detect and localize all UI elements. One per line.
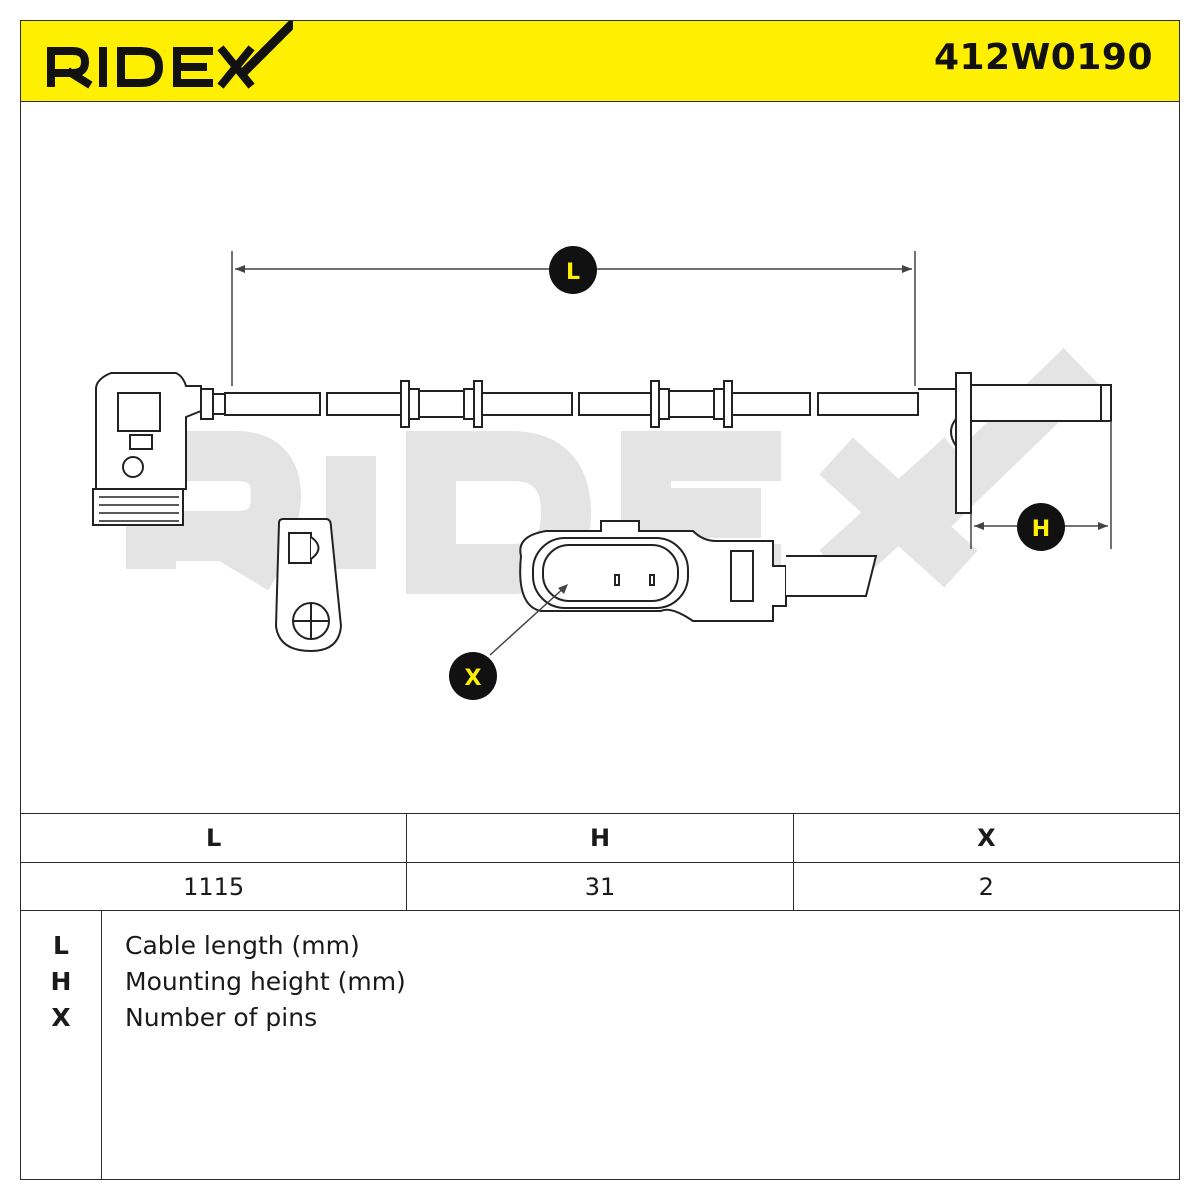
spec-value-row: 1115 31 2 [21,863,1179,911]
spec-value-l: 1115 [183,873,245,901]
spec-header-x: X [792,814,1179,862]
legend-key-l: L [53,931,69,960]
dimension-h [970,421,1112,549]
legend-text-h: Mounting height (mm) [125,967,406,996]
legend-key-column [21,911,102,1179]
spec-value-x: 2 [792,863,1179,911]
part-number: 412W0190 [933,37,1153,78]
callout-h: H [1017,503,1065,551]
legend-text-l: Cable length (mm) [125,931,360,960]
callout-x: X [449,652,497,700]
callout-x-label: X [465,666,482,691]
legend-key-h: H [50,967,72,996]
spec-header-row: L H X [21,814,1179,863]
spec-header-h: H [406,814,792,862]
legend-text-x: Number of pins [125,1003,318,1032]
ridex-logo [47,21,293,89]
legend: L Cable length (mm) H Mounting height (m… [21,911,1179,1179]
spec-table: L H X 1115 31 2 [21,813,1179,911]
sensor-cable-assembly [92,372,1112,653]
legend-key-x: X [51,1003,71,1032]
header-bar: 412W0190 [21,21,1179,102]
product-sheet: 412W0190 L [20,20,1180,1180]
spec-header-l: L [206,824,222,852]
pins-pointer [489,584,568,656]
callout-h-label: H [1032,517,1050,542]
technical-drawing: L [92,246,1112,700]
spec-value-h: 31 [406,863,792,911]
callout-l: L [549,246,597,294]
callout-l-label: L [566,260,580,285]
